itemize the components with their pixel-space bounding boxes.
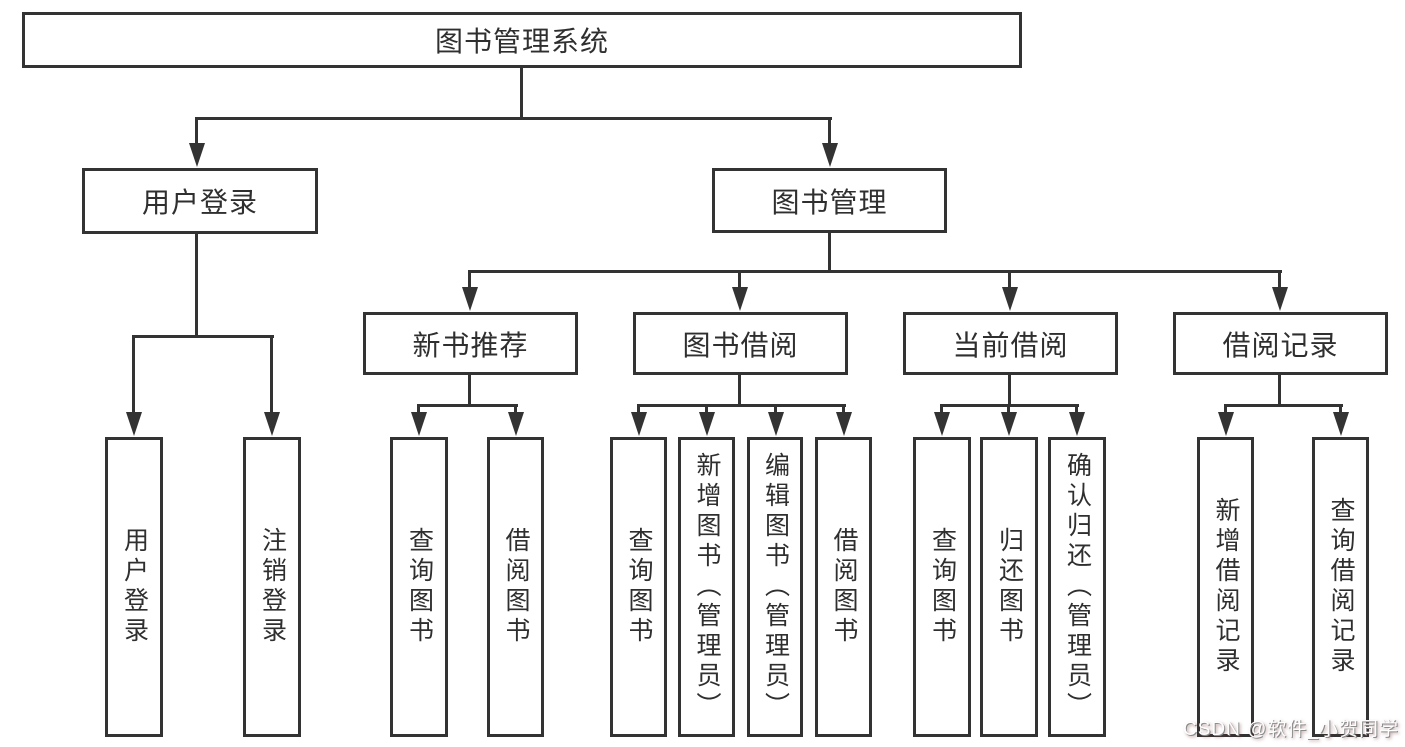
leaf-logout-label: 注销登录 xyxy=(258,527,287,647)
connector-leaf-shaft xyxy=(1224,404,1227,416)
connector-leaf-shaft xyxy=(842,404,845,416)
leaf-bb-borrow-books: 借阅图书 xyxy=(815,437,872,737)
connector-leaf-shaft xyxy=(637,404,640,416)
leaf-nbr-query-books: 查询图书 xyxy=(390,437,448,737)
leaf-cb-confirm-return-label: 确认归还（管理员） xyxy=(1063,452,1092,722)
leaf-cb-confirm-return: 确认归还（管理员） xyxy=(1048,437,1106,737)
arrow-down-icon xyxy=(732,287,748,311)
leaf-logout: 注销登录 xyxy=(243,437,301,737)
connector-br-bar xyxy=(1225,404,1343,407)
connector-leaf-shaft xyxy=(774,404,777,416)
arrow-down-icon xyxy=(699,412,715,436)
arrow-down-icon xyxy=(836,412,852,436)
connector-br-stub xyxy=(1278,373,1281,407)
leaf-cb-return-books: 归还图书 xyxy=(980,437,1038,737)
arrow-down-icon xyxy=(934,412,950,436)
node-root-label: 图书管理系统 xyxy=(434,26,609,57)
leaf-user-login: 用户登录 xyxy=(105,437,163,737)
connector-user-login-shaft xyxy=(195,117,198,145)
connector-root-stub xyxy=(520,66,523,120)
leaf-bb-edit-books: 编辑图书（管理员） xyxy=(747,437,803,737)
connector-leaf-shaft xyxy=(132,335,135,415)
connector-level3-shaft xyxy=(1008,270,1011,290)
connector-leaf-shaft xyxy=(1339,404,1342,416)
arrow-down-icon xyxy=(462,287,478,311)
arrow-down-icon xyxy=(508,412,524,436)
connector-level2-bar xyxy=(196,117,832,120)
leaf-cb-query-books: 查询图书 xyxy=(913,437,971,737)
leaf-nbr-borrow-books-label: 借阅图书 xyxy=(502,527,530,647)
connector-leaf-shaft xyxy=(1075,404,1078,416)
connector-user-login-bar xyxy=(133,335,274,338)
connector-cb-stub xyxy=(1008,373,1011,407)
node-user-login: 用户登录 xyxy=(82,168,318,234)
connector-leaf-shaft xyxy=(705,404,708,416)
leaf-br-query-record: 查询借阅记录 xyxy=(1312,437,1369,737)
arrow-down-icon xyxy=(189,143,205,167)
arrow-down-icon xyxy=(1333,412,1349,436)
leaf-bb-add-books: 新增图书（管理员） xyxy=(678,437,735,737)
node-user-login-label: 用户登录 xyxy=(141,187,258,218)
arrow-down-icon xyxy=(1069,412,1085,436)
leaf-bb-query-books: 查询图书 xyxy=(610,437,667,737)
node-book-borrow: 图书借阅 xyxy=(633,312,848,375)
node-borrow-records: 借阅记录 xyxy=(1173,312,1388,375)
node-book-borrow-label: 图书借阅 xyxy=(682,329,799,361)
connector-nbr-bar xyxy=(418,404,518,407)
connector-bb-bar xyxy=(638,404,846,407)
node-current-borrow: 当前借阅 xyxy=(903,312,1118,375)
node-book-management: 图书管理 xyxy=(712,168,947,233)
connector-leaf-shaft xyxy=(417,404,420,416)
connector-book-mgmt-stub xyxy=(828,231,831,273)
node-current-borrow-label: 当前借阅 xyxy=(952,329,1069,361)
connector-book-mgmt-shaft xyxy=(828,117,831,145)
node-root: 图书管理系统 xyxy=(22,12,1022,68)
arrow-down-icon xyxy=(631,412,647,436)
leaf-user-login-label: 用户登录 xyxy=(120,527,149,647)
connector-nbr-stub xyxy=(468,373,471,407)
arrow-down-icon xyxy=(822,143,838,167)
leaf-br-add-record: 新增借阅记录 xyxy=(1197,437,1254,737)
connector-level3-shaft xyxy=(468,270,471,290)
connector-level3-shaft xyxy=(1278,270,1281,290)
node-book-management-label: 图书管理 xyxy=(771,186,888,218)
leaf-cb-query-books-label: 查询图书 xyxy=(928,527,957,647)
arrow-down-icon xyxy=(411,412,427,436)
connector-leaf-shaft xyxy=(270,335,273,415)
connector-user-login-stub xyxy=(195,232,198,338)
arrow-down-icon xyxy=(1001,412,1017,436)
arrow-down-icon xyxy=(1218,412,1234,436)
leaf-bb-query-books-label: 查询图书 xyxy=(625,527,653,647)
node-new-book-recommend-label: 新书推荐 xyxy=(412,329,529,361)
connector-leaf-shaft xyxy=(940,404,943,416)
connector-leaf-shaft xyxy=(514,404,517,416)
arrow-down-icon xyxy=(126,412,142,436)
leaf-bb-add-books-label: 新增图书（管理员） xyxy=(693,452,721,722)
connector-bb-stub xyxy=(738,373,741,407)
leaf-bb-borrow-books-label: 借阅图书 xyxy=(830,527,858,647)
node-borrow-records-label: 借阅记录 xyxy=(1222,329,1339,361)
leaf-br-query-record-label: 查询借阅记录 xyxy=(1327,497,1355,677)
connector-level3-bar xyxy=(469,270,1282,273)
leaf-cb-return-books-label: 归还图书 xyxy=(995,527,1024,647)
node-new-book-recommend: 新书推荐 xyxy=(363,312,578,375)
leaf-nbr-borrow-books: 借阅图书 xyxy=(487,437,544,737)
connector-leaf-shaft xyxy=(1007,404,1010,416)
arrow-down-icon xyxy=(768,412,784,436)
leaf-br-add-record-label: 新增借阅记录 xyxy=(1212,497,1240,677)
leaf-nbr-query-books-label: 查询图书 xyxy=(405,527,434,647)
connector-level3-shaft xyxy=(738,270,741,290)
connector-cb-bar xyxy=(941,404,1079,407)
arrow-down-icon xyxy=(1272,287,1288,311)
arrow-down-icon xyxy=(264,412,280,436)
csdn-watermark: CSDN @软件_小贺同学 xyxy=(1183,719,1399,740)
leaf-bb-edit-books-label: 编辑图书（管理员） xyxy=(761,452,790,722)
arrow-down-icon xyxy=(1002,287,1018,311)
